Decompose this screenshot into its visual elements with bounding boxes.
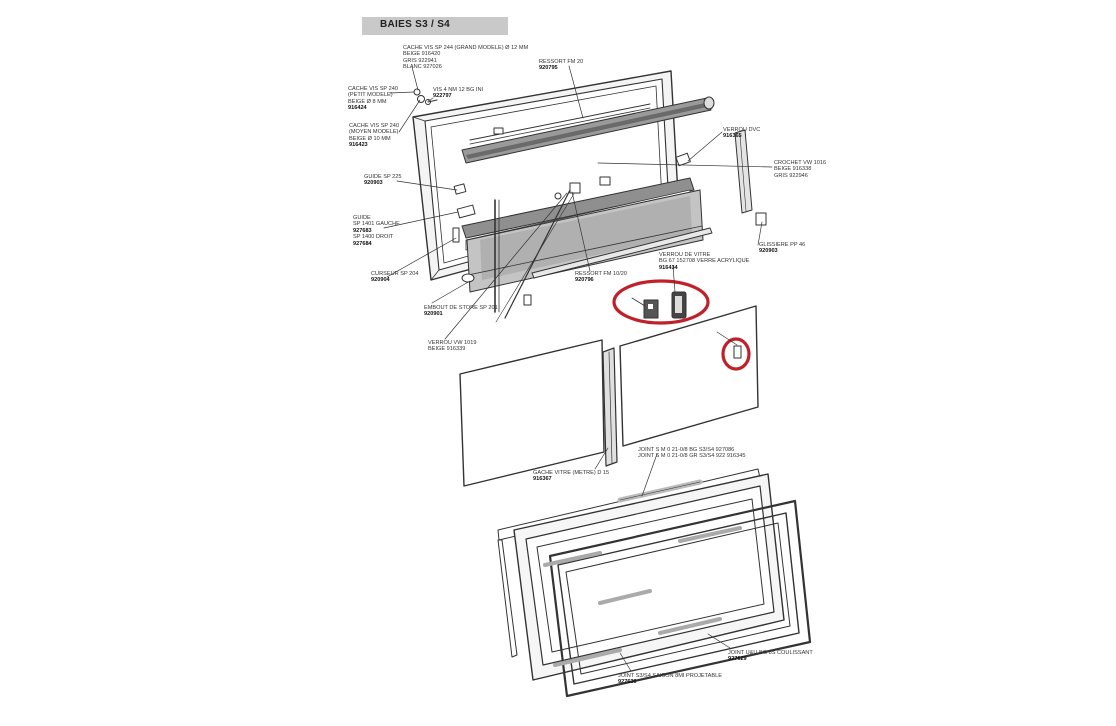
label-gache: GACHE VITRE (METRE) D 15 916367: [533, 470, 610, 483]
label-guide-gauche: GUIDE SP 1401 GAUCHE 927683 SP 1400 DROI…: [353, 215, 400, 247]
label-joint-coulissant: JOINT U&U BG 8S COULISSANT 927629: [728, 650, 813, 663]
label-cache-vis-moyen: CACHE VIS SP 240 (MOYEN MODELE) BEIGE Ø …: [349, 123, 399, 149]
label-ressort-bottom: RESSORT FM 10/20 920796: [575, 271, 628, 284]
glass-pane-right: [619, 305, 759, 447]
label-verrou-vitre: VERROU DE VITRE BG 67 152708 VERRE ACRYL…: [659, 252, 750, 271]
label-crochet: CROCHET VW 1016 BEIGE 916338 GRIS 922946: [774, 160, 827, 179]
label-glissiere: GLISSIERE PP 46 920903: [759, 242, 806, 255]
seal-frames: [497, 468, 812, 698]
label-joint-s: JOINT S M 0 21-0/8 BG S3/S4 927086 JOINT…: [638, 447, 746, 460]
label-cache-vis-grand: CACHE VIS SP 244 (GRAND MODELE) Ø 12 MM …: [403, 45, 529, 71]
label-vis: VIS 4 NM 12 BG INI 922797: [433, 87, 484, 100]
bottom-rail: [531, 227, 713, 279]
label-curseur: CURSEUR SP 204 920904: [371, 271, 419, 284]
title-bar: [362, 17, 508, 35]
label-joint-projectable: JOINT S3/S4 SAISON 8MI PROJETABLE 927630: [618, 673, 722, 686]
vertical-guides: [494, 189, 576, 323]
label-embout: EMBOUT DE STORE SP 201 920901: [424, 305, 498, 318]
label-ressort-top: RESSORT FM 20 920795: [539, 59, 584, 72]
label-verrou-vw: VERROU VW 1019 BEIGE 916339: [428, 340, 477, 353]
label-verrou-dvc: VERROU DVC 916365: [723, 127, 761, 140]
diagram-title: BAIES S3 / S4: [380, 19, 451, 30]
label-cache-vis-petit: CACHE VIS SP 240 (PETIT MODELE) BEIGE Ø …: [348, 86, 398, 112]
highlight-circles: [612, 279, 751, 371]
glass-pane-left: [459, 339, 605, 487]
crochet-strip: [734, 129, 767, 226]
label-guide-sp225: GUIDE SP 225 920903: [364, 174, 402, 187]
glass-divider-strip: [602, 347, 618, 467]
latch-parts: [631, 291, 742, 359]
small-parts: [413, 88, 691, 306]
leader-lines: [383, 65, 773, 672]
blind-roller-top: [461, 96, 715, 164]
